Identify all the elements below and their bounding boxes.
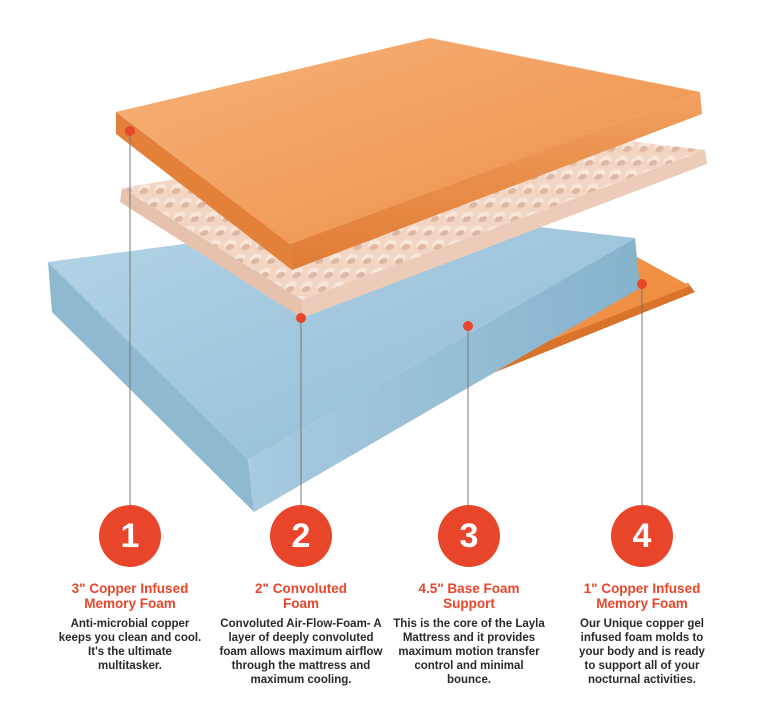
layer-3-description-line: Mattress and it provides: [402, 632, 536, 644]
layer-3-title-line-2: Support: [443, 596, 495, 611]
layer-4-title: 1" Copper Infused Memory Foam: [557, 581, 727, 611]
layer-2-description-line: foam allows maximum airflow: [219, 646, 383, 658]
layer-4-description-line: infused foam molds to: [580, 632, 704, 644]
layer-4-title-line-1: 1" Copper Infused: [583, 581, 701, 596]
layer-4-description-line: your body and is ready: [579, 646, 705, 658]
layer-1-description-line: Anti-microbial copper: [70, 618, 190, 630]
layer-1-number-badge: 1: [99, 505, 161, 567]
leader-lines: [129, 131, 643, 505]
layer-4-description-line: Our Unique copper gel: [580, 618, 704, 630]
layer-4-marker-dot: [637, 279, 647, 289]
layer-2-description-line: through the mattress and: [231, 660, 371, 672]
layer-2-description: Convoluted Air-Flow-Foam- A layer of dee…: [216, 617, 386, 687]
layer-1-description-line: keeps you clean and cool.: [58, 632, 202, 644]
layer-3-marker-dot: [463, 321, 473, 331]
layer-1-description-line: It's the ultimate: [88, 646, 172, 658]
layer-1-title-line-1: 3" Copper Infused: [71, 581, 189, 596]
layer-2-number-badge: 2: [270, 505, 332, 567]
layer-1-title-line-2: Memory Foam: [84, 596, 176, 611]
layer-4-description-line: nocturnal activities.: [587, 674, 696, 686]
layer-3-title-line-1: 4.5" Base Foam: [418, 581, 520, 596]
layer-2-description-line: layer of deeply convoluted: [228, 632, 374, 644]
base-foam-layer: [48, 213, 640, 512]
layer-3-title: 4.5" Base Foam Support: [384, 581, 554, 611]
layer-2-description-line: maximum cooling.: [250, 674, 352, 686]
layer-2-title-line-1: 2" Convoluted: [255, 581, 347, 596]
layer-3-description: This is the core of the Layla Mattress a…: [384, 617, 554, 687]
layer-1-description: Anti-microbial copper keeps you clean an…: [45, 617, 215, 673]
layer-3-description-line: This is the core of the Layla: [393, 618, 545, 630]
layer-3-info: 3 4.5" Base Foam Support This is the cor…: [384, 505, 554, 687]
layer-1-title: 3" Copper Infused Memory Foam: [45, 581, 215, 611]
layer-2-title: 2" Convoluted Foam: [216, 581, 386, 611]
layer-2-marker-dot: [296, 313, 306, 323]
layer-4-info: 4 1" Copper Infused Memory Foam Our Uniq…: [557, 505, 727, 687]
layer-4-number-badge: 4: [611, 505, 673, 567]
layer-2-info: 2 2" Convoluted Foam Convoluted Air-Flow…: [216, 505, 386, 687]
layer-4-description-line: to support all of your: [584, 660, 700, 672]
layer-2-title-line-2: Foam: [282, 596, 319, 611]
layer-4-description: Our Unique copper gel infused foam molds…: [557, 617, 727, 687]
layer-1-info: 1 3" Copper Infused Memory Foam Anti-mic…: [45, 505, 215, 673]
layer-3-description-line: control and minimal: [414, 660, 524, 672]
layer-1-description-line: multitasker.: [98, 660, 162, 672]
layer-3-number-badge: 3: [438, 505, 500, 567]
layer-2-description-line: Convoluted Air-Flow-Foam- A: [220, 618, 382, 630]
layer-4-title-line-2: Memory Foam: [596, 596, 688, 611]
layer-1-marker-dot: [125, 126, 135, 136]
layer-3-description-line: bounce.: [446, 674, 492, 686]
top-memory-foam-layer: [116, 38, 702, 270]
layer-3-description-line: maximum motion transfer: [398, 646, 540, 658]
mattress-layers-illustration: [48, 38, 707, 512]
